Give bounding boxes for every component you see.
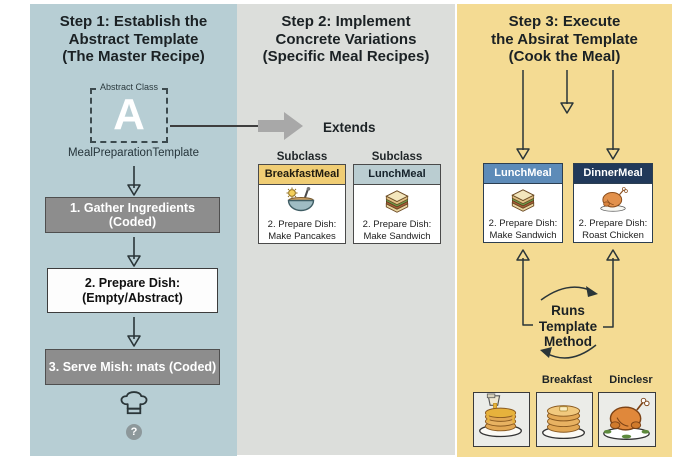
runs-line3: Method [544,334,592,349]
card-breakfastmeal: BreakfastMeal 2. Prepare Di [258,164,346,244]
runs-template-method-label: Runs Template Method [508,303,628,350]
runs-line2: Template [538,318,598,334]
step2-title: Step 2: Implement Concrete Variations (S… [237,13,455,66]
abstract-class-box: Abstract Class A [90,82,168,143]
card-lunchmeal-step2-text: 2. Prepare Dish: Make Sandwich [354,219,440,242]
step1-title-line3: (The Master Recipe) [62,48,205,65]
card-breakfastmeal-header: BreakfastMeal [259,165,345,185]
arrow-down-icon [127,317,141,347]
card-lunchmeal-step3-line2: Make Sandwich [489,229,557,241]
food-label-dinner: Dinclesr [609,374,653,386]
card-breakfastmeal-text: 2. Prepare Dish: Make Pancakes [259,219,345,242]
step1-title-line2: Abstract Template [68,30,199,48]
step3-title: Step 3: Execute the Absirat Template (Co… [457,13,672,66]
step3-title-line2: the Absirat Template [491,30,638,48]
card-dinnermeal: DinnerMeal 2. Prepare Dish: Roast Chicke… [573,163,653,243]
card-lunchmeal-step2-header: LunchMeal [354,165,440,185]
runs-line1: Runs [551,303,585,318]
step1-box-gather: 1. Gather Ingredients (Coded) [45,197,220,233]
breakfast-bowl-icon [286,187,315,212]
card-dinnermeal-line1: 2. Prepare Dish: [578,218,648,229]
extends-label: Extends [323,120,376,135]
card-dinnermeal-text: 2. Prepare Dish: Roast Chicken [574,218,652,241]
step1-title-line1: Step 1: Establish the [59,13,208,30]
pancakes-icon [542,405,585,440]
card-breakfastmeal-line2: Make Pancakes [268,230,336,242]
runs-template-cycle-icon [516,249,620,359]
card-lunchmeal-step3-line1: 2. Prepare Dish: [488,218,558,229]
card-dinnermeal-line2: Roast Chicken [582,229,644,241]
subclass-label-breakfast: Subclass [276,151,328,163]
subclass-label-lunch: Subclass [371,151,423,163]
card-lunchmeal-step2-line2: Make Sandwich [363,230,431,242]
sandwich-icon [385,190,409,213]
roast-turkey-icon [603,397,650,440]
food-box-turkey [598,392,656,447]
step1-title: Step 1: Establish the Abstract Template … [30,13,237,66]
execute-arrows-icon [516,70,620,160]
extends-arrow-icon [258,112,303,140]
pancakes-syrup-icon [479,393,522,438]
step2-title-line1: Step 2: Implement [281,13,411,30]
step2-title-line3: (Specific Meal Recipes) [262,48,430,65]
card-lunchmeal-step2-line1: 2. Prepare Dish: [362,219,432,230]
food-box-pancakes-syrup [473,392,530,447]
card-lunchmeal-step3-text: 2. Prepare Dish: Make Sandwich [484,218,562,241]
step1-box-serve: 3. Serve Mish: ınats (Coded) [45,349,220,385]
food-box-pancakes [536,392,593,447]
step1-box-prepare-line1: 2. Prepare Dish: [84,276,181,290]
abstract-class-name: MealPreparationTemplate [67,147,200,159]
card-dinnermeal-header: DinnerMeal [574,164,652,184]
extends-connector-line [170,125,258,127]
step3-title-line3: (Cook the Meal) [508,48,621,65]
roast-chicken-icon [600,187,628,212]
card-lunchmeal-step3: LunchMeal 2. Prepare Dish: Make Sandwich [483,163,563,243]
abstract-class-label: Abstract Class [96,82,162,92]
arrow-down-icon [127,237,141,267]
step2-title-line2: Concrete Variations [275,30,417,48]
arrow-down-icon [127,166,141,196]
abstract-letter: A [113,90,145,139]
step1-box-gather-label: 1. Gather Ingredients (Coded) [69,200,196,230]
step1-box-prepare: 2. Prepare Dish: (Empty/Abstract) [47,268,218,313]
card-lunchmeal-step2: LunchMeal 2. Prepare Dish: Make Sandwich [353,164,441,244]
sandwich-icon [511,189,535,212]
panel-step3: Step 3: Execute the Absirat Template (Co… [457,4,672,457]
question-badge-icon: ? [126,424,142,440]
panel-step2: Step 2: Implement Concrete Variations (S… [237,4,455,455]
food-label-breakfast: Breakfast [541,374,593,386]
chef-hat-icon [120,391,148,415]
panel-step1: Step 1: Establish the Abstract Template … [30,4,237,456]
card-lunchmeal-step3-header: LunchMeal [484,164,562,184]
step1-box-prepare-line2: (Empty/Abstract) [82,290,183,305]
card-breakfastmeal-line1: 2. Prepare Dish: [267,219,337,230]
step1-box-serve-label: 3. Serve Mish: ınats (Coded) [48,359,217,374]
step3-title-line1: Step 3: Execute [508,13,621,30]
